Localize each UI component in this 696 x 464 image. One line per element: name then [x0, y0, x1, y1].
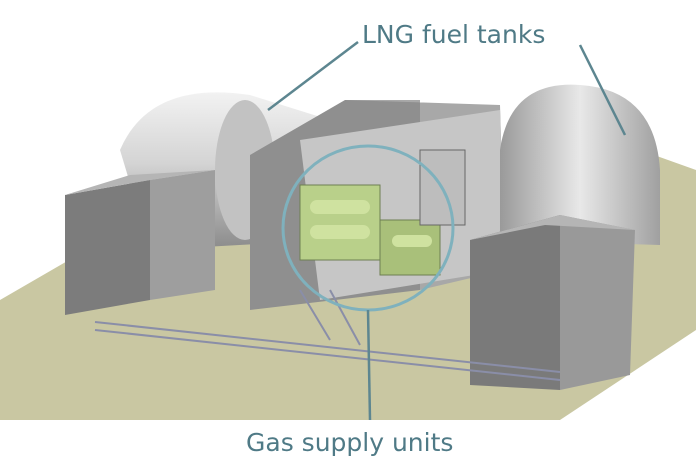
pipework	[94, 289, 561, 381]
leader-lines	[267, 41, 627, 421]
gas-supply-equipment	[299, 149, 466, 276]
lng-fuel-tanks-label: LNG fuel tanks	[362, 20, 546, 49]
gas-supply-units-label: Gas supply units	[246, 428, 454, 457]
right-lng-tank	[470, 84, 660, 390]
